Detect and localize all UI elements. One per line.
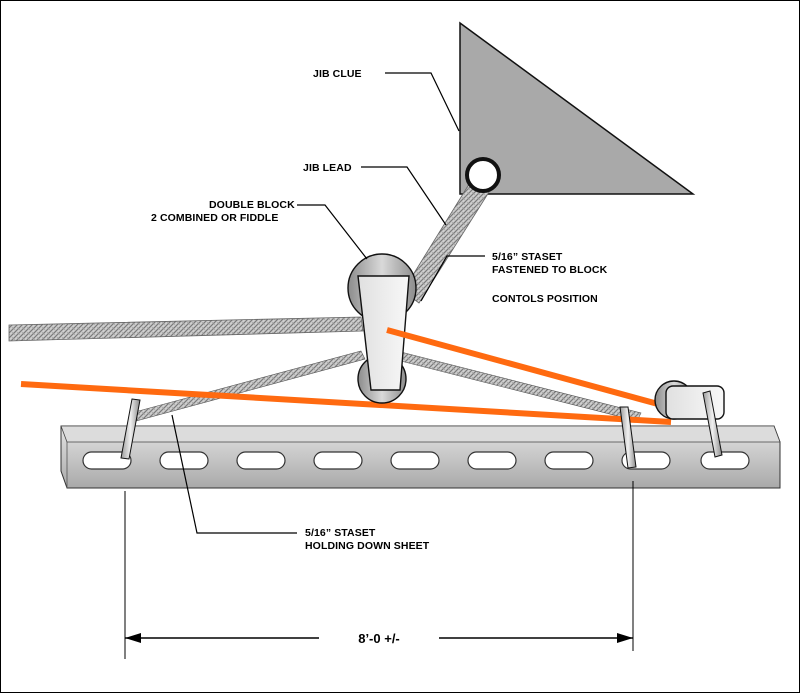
label-jib-clue: JIB CLUE: [313, 68, 362, 80]
label-double-block: DOUBLE BLOCK: [209, 199, 295, 211]
label-controls-position: CONTOLS POSITION: [492, 293, 598, 305]
slotted-track-icon: [60, 425, 781, 489]
track-pins: [120, 398, 637, 469]
label-staset-holding-sub: HOLDING DOWN SHEET: [305, 540, 430, 552]
track-slots: [82, 451, 750, 470]
dimension-line: [124, 481, 634, 659]
orange-control-line-lower: [20, 381, 672, 425]
label-staset-block-sub: FASTENED TO BLOCK: [492, 264, 608, 276]
leader-lines: [171, 72, 485, 534]
fairlead-block-icon: [654, 380, 725, 458]
pulley-block-icon: [347, 253, 417, 404]
jib-lead-rope: [8, 316, 364, 342]
label-jib-lead: JIB LEAD: [303, 162, 352, 174]
label-staset-holding: 5/16” STASET: [305, 527, 376, 539]
label-dimension: 8’-0 +/-: [358, 631, 400, 646]
clew-ring: [465, 157, 501, 193]
orange-control-line-upper: [386, 327, 670, 410]
label-staset-block: 5/16” STASET: [492, 251, 563, 263]
label-double-block-sub: 2 COMBINED OR FIDDLE: [151, 212, 278, 224]
triangle-sail-icon: [459, 21, 696, 195]
